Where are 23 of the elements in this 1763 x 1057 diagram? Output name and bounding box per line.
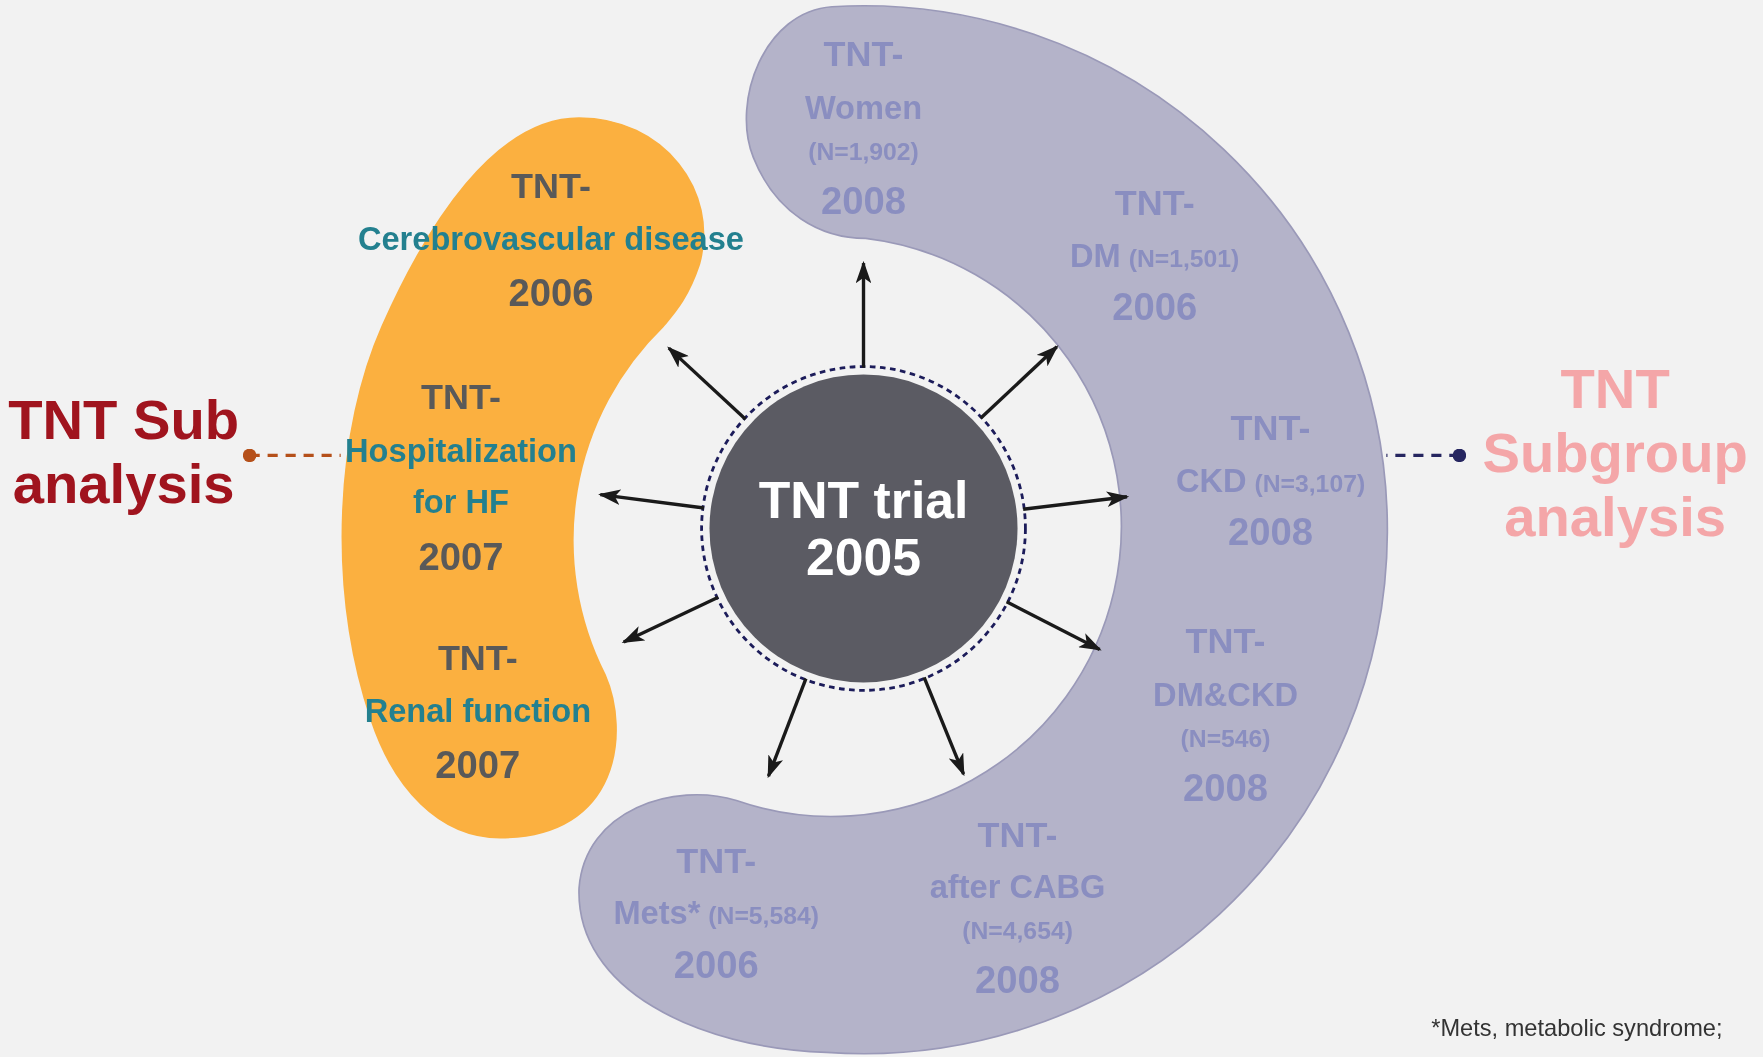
study-prefix: TNT-: [421, 378, 501, 415]
study-name: Renal function: [364, 695, 592, 728]
group-heading: TNT Sub analysis: [5, 387, 242, 517]
trial-circle: TNT trial 2005: [709, 374, 1018, 683]
study-year: 2007: [435, 745, 521, 784]
arrow: [667, 346, 747, 421]
arrow: [766, 677, 808, 779]
arrow: [621, 595, 719, 644]
arrow: [855, 260, 872, 368]
dashed-connector: [1386, 448, 1467, 463]
study-name: Hospitalization for HF: [344, 431, 578, 522]
arrow: [979, 345, 1059, 420]
dashed-connector: [242, 448, 341, 463]
study-prefix: TNT-: [437, 639, 518, 676]
study-year: 2007: [418, 537, 504, 576]
study-prefix: TNT-: [510, 167, 591, 204]
footnote: *Mets, metabolic syndrome;: [1431, 1014, 1723, 1042]
arrow: [598, 489, 705, 510]
arrow: [1022, 491, 1130, 511]
arrow: [1005, 600, 1102, 651]
study-year: 2006: [508, 273, 594, 312]
group-heading: TNT Subgroup analysis: [1467, 357, 1763, 550]
arrow: [922, 676, 966, 777]
